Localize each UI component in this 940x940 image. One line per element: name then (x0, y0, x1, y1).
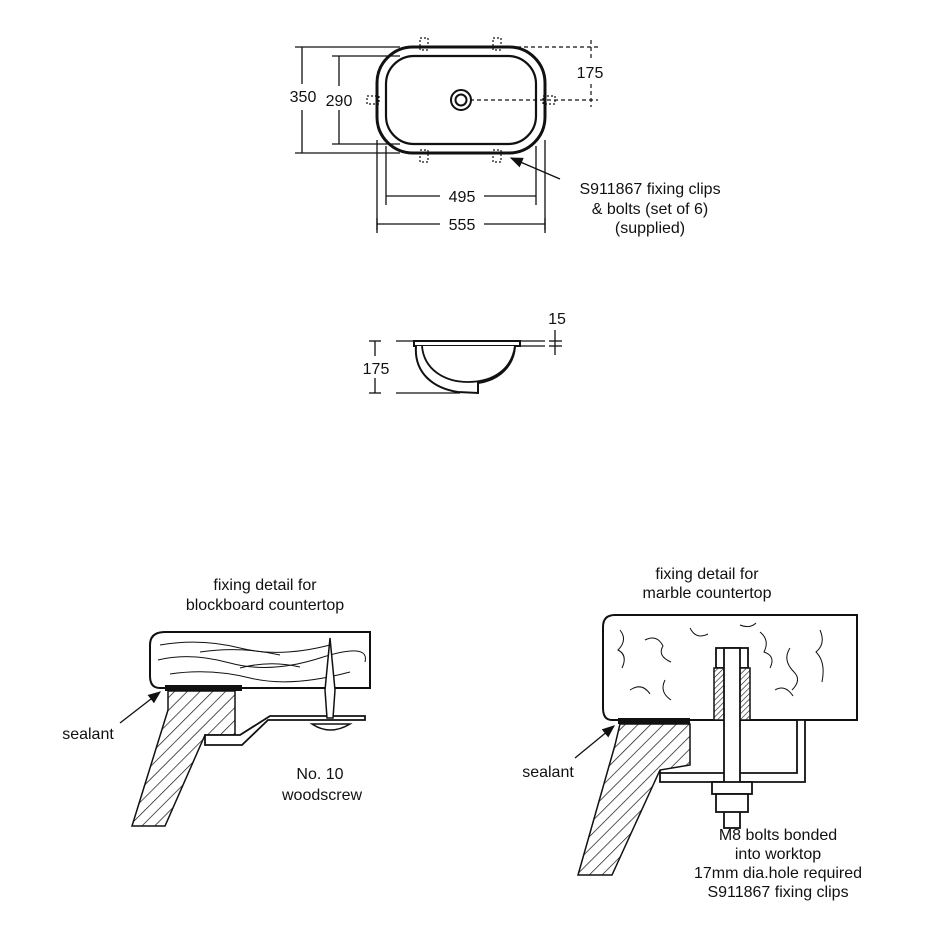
blockboard-detail: fixing detail for blockboard countertop … (62, 577, 371, 827)
bolt-label-4: S911867 fixing clips (707, 884, 848, 901)
clips-label-2: & bolts (set of 6) (592, 201, 709, 218)
fixing-clip-bracket (659, 719, 806, 783)
marble-detail: fixing detail for marble countertop seal… (522, 566, 862, 901)
clips-label-3: (supplied) (615, 220, 685, 237)
bolt-label-2: into worktop (735, 846, 821, 863)
basin-rim-section (577, 723, 691, 876)
wood-grain (157, 641, 366, 683)
plan-view: 350 290 175 495 555 S911867 fixing clips… (290, 37, 721, 237)
fixing-clip-bracket (204, 715, 366, 746)
dim-waste-offset: 175 (577, 65, 604, 82)
marble-title-2: marble countertop (643, 585, 772, 602)
nut (715, 793, 749, 813)
bolt-label-1: M8 bolts bonded (719, 827, 837, 844)
marble-texture (617, 622, 824, 701)
washer (711, 781, 753, 795)
sealant-strip (165, 685, 242, 691)
marble-title-1: fixing detail for (655, 566, 759, 583)
dim-overall-width: 555 (449, 217, 476, 234)
section-view: 175 15 (363, 311, 566, 395)
waste-outlet-icon (450, 89, 472, 111)
dim-overall-depth: 350 (290, 89, 317, 106)
dim-bowl-width: 495 (449, 189, 476, 206)
clips-label-1: S911867 fixing clips (579, 181, 720, 198)
blockboard-title-2: blockboard countertop (186, 597, 344, 614)
dim-rim-thickness: 15 (548, 311, 566, 328)
dim-section-height: 175 (363, 361, 390, 378)
sealant-strip (618, 718, 690, 724)
blockboard-sealant-label: sealant (62, 726, 114, 743)
bolt-label-3: 17mm dia.hole required (694, 865, 862, 882)
sealant-arrow-icon (119, 691, 162, 724)
screw-label-1: No. 10 (296, 766, 343, 783)
basin-rim-section (130, 690, 236, 827)
basin-outer-rim (375, 45, 547, 155)
dim-bowl-depth: 290 (326, 93, 353, 110)
blockboard-countertop (149, 631, 371, 689)
woodscrew-icon (324, 637, 336, 719)
marble-sealant-label: sealant (522, 764, 574, 781)
sealant-arrow-icon (574, 725, 616, 759)
screw-label-2: woodscrew (281, 787, 362, 804)
blockboard-title-1: fixing detail for (213, 577, 317, 594)
clips-arrow-icon (509, 157, 561, 180)
